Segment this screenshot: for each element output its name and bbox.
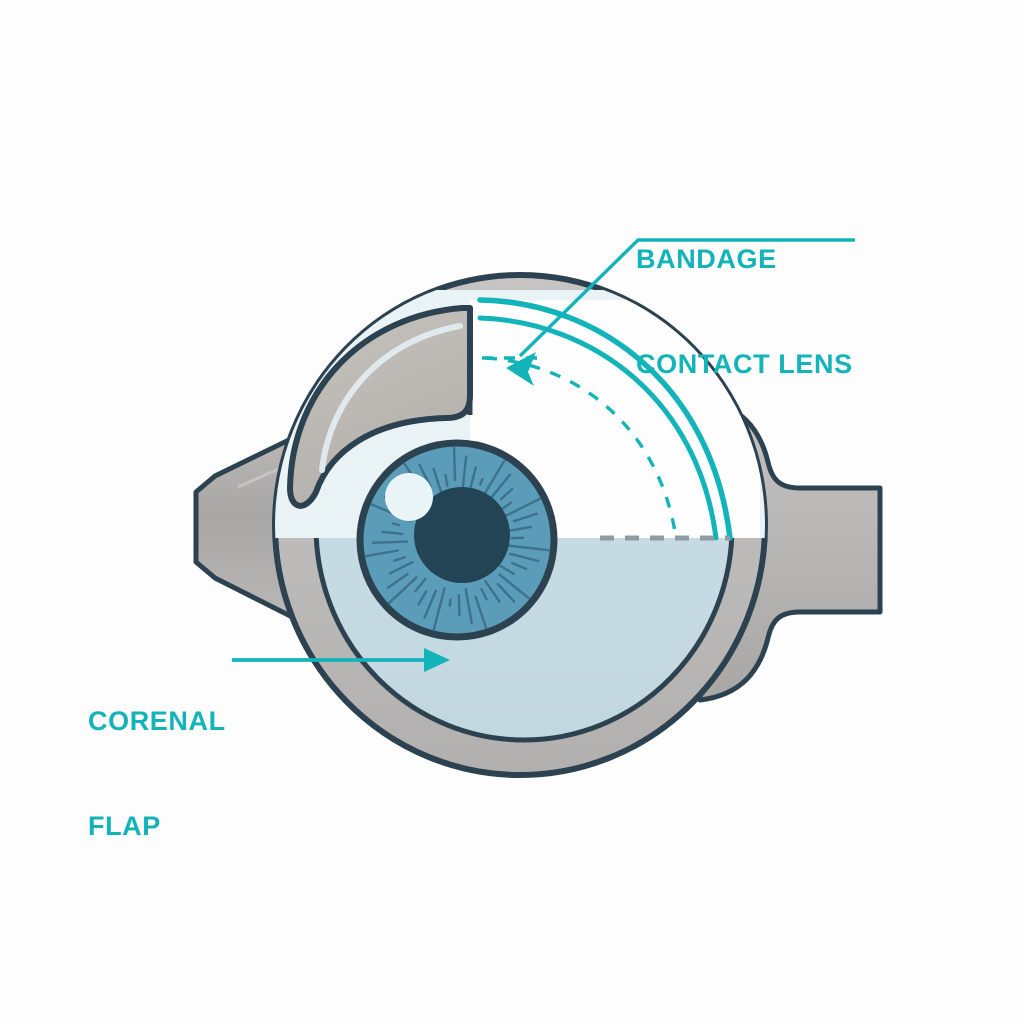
pupil	[414, 487, 510, 583]
arrowhead-icon	[424, 648, 450, 672]
iris-highlight	[385, 473, 433, 521]
corneal-flap	[287, 305, 478, 509]
label-flap-line2: FLAP	[88, 811, 161, 841]
cornea-dashed-arc	[485, 356, 678, 539]
corneal-flap-leader	[232, 648, 450, 672]
label-corneal-flap: CORENAL FLAP	[88, 634, 226, 914]
label-bandage-line2: CONTACT LENS	[636, 349, 853, 379]
bandage-lens-arc	[477, 297, 733, 541]
iris	[356, 439, 558, 641]
label-bandage-contact-lens: BANDAGE CONTACT LENS	[636, 172, 853, 452]
label-flap-line1: CORENAL	[88, 706, 226, 736]
iris-striations	[364, 445, 551, 632]
label-bandage-line1: BANDAGE	[636, 244, 777, 274]
bandage-lens-leader	[506, 238, 855, 386]
arrowhead-icon	[506, 352, 536, 386]
